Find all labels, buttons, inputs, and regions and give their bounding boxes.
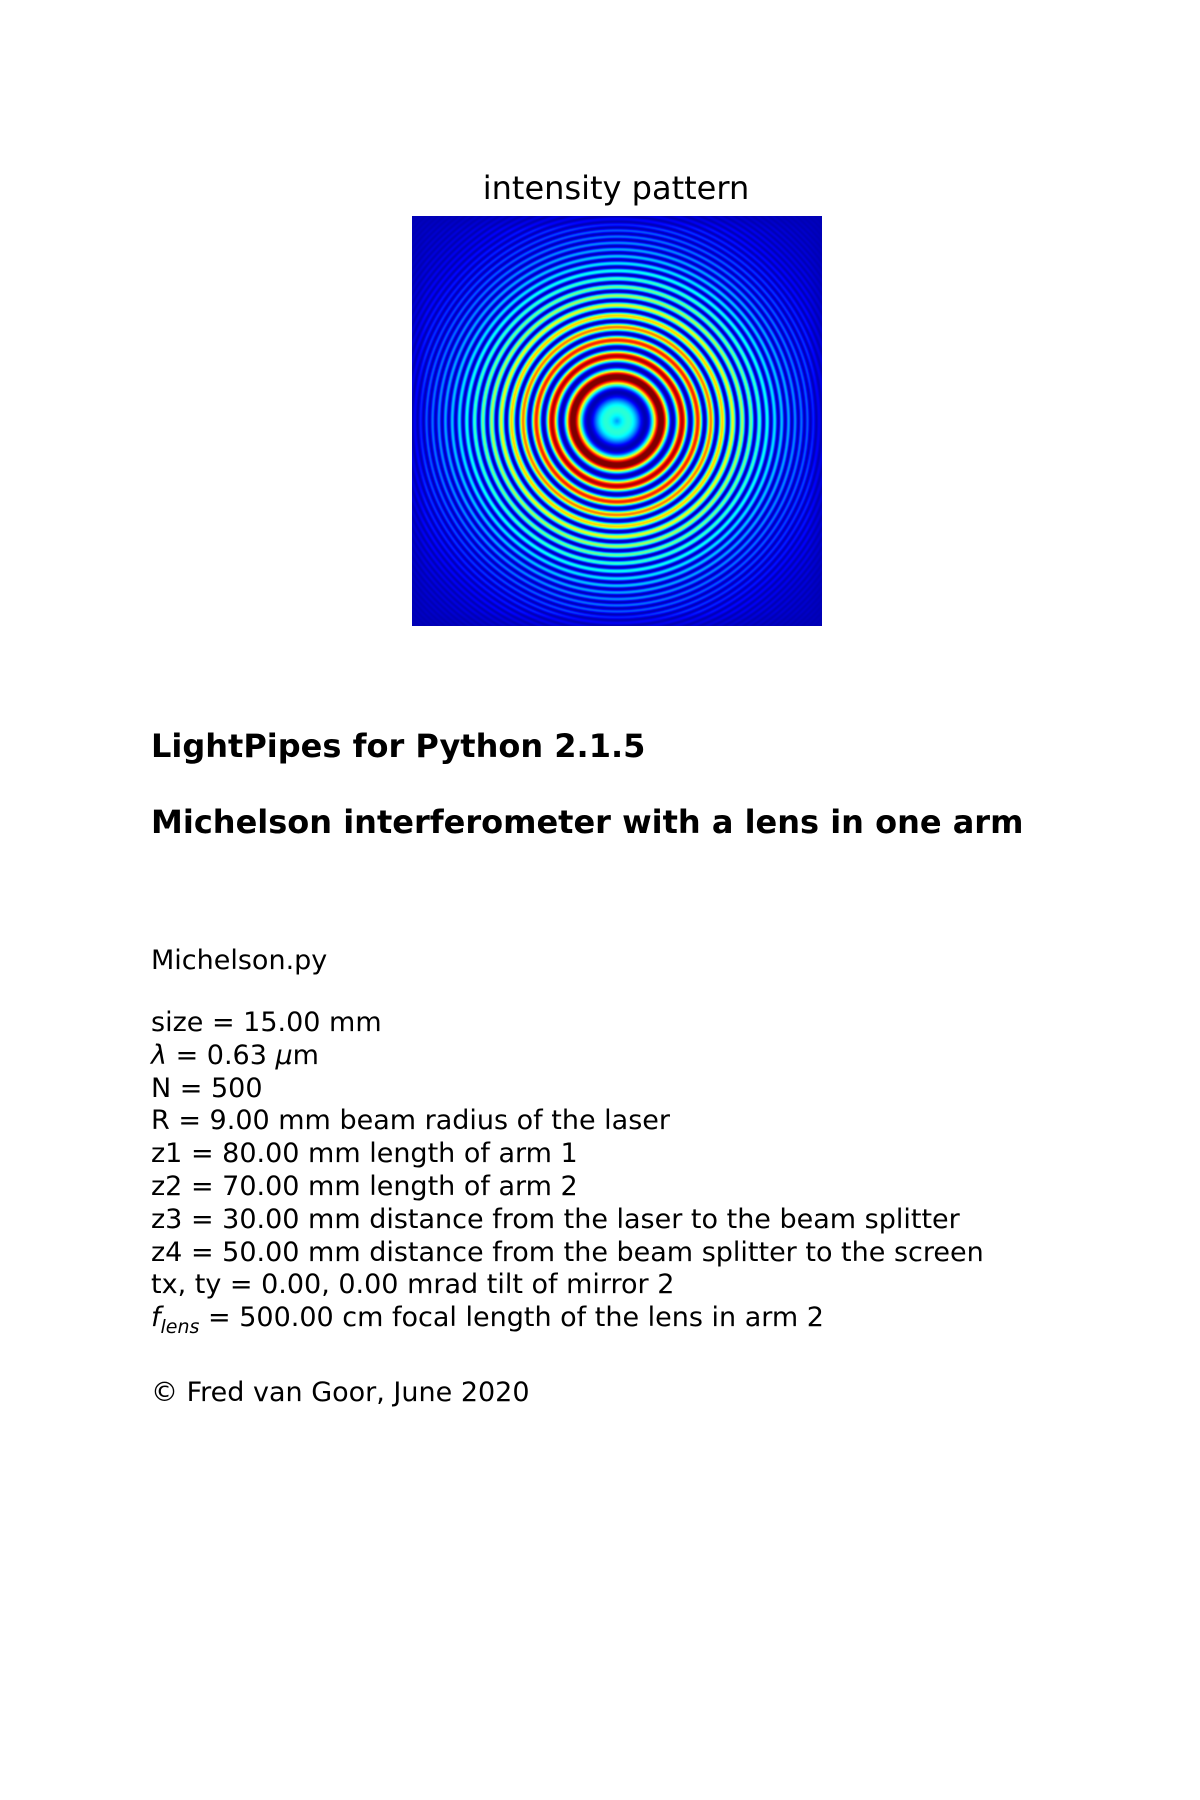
parameter-symbol: z1 (151, 1138, 183, 1170)
parameter-row: N = 500 (151, 1073, 984, 1106)
copyright-notice: © Fred van Goor, June 2020 (151, 1377, 530, 1408)
parameter-value: = 500 (171, 1072, 263, 1104)
parameter-row: λ = 0.63 μm (151, 1040, 984, 1073)
parameter-row: z2 = 70.00 mm length of arm 2 (151, 1171, 984, 1204)
parameter-symbol: R (151, 1105, 170, 1137)
parameter-symbol: N (151, 1072, 172, 1104)
parameter-row: z1 = 80.00 mm length of arm 1 (151, 1138, 984, 1171)
parameter-value: = 30.00 mm distance from the laser to th… (182, 1203, 960, 1235)
parameter-value: = 50.00 mm distance from the beam splitt… (182, 1236, 984, 1268)
parameter-value: = 15.00 mm (203, 1007, 382, 1038)
parameter-row: z3 = 30.00 mm distance from the laser to… (151, 1204, 984, 1237)
parameter-value: = 500.00 cm focal length of the lens in … (199, 1302, 824, 1334)
parameter-symbol: size (151, 1007, 204, 1038)
parameter-value: = 70.00 mm length of arm 2 (182, 1170, 578, 1202)
figure-title: intensity pattern (482, 169, 750, 207)
parameter-value: = 0.63 μm (166, 1039, 319, 1071)
parameter-symbol: z2 (151, 1170, 183, 1202)
parameter-value: = 0.00, 0.00 mrad tilt of mirror 2 (221, 1269, 675, 1301)
intensity-pattern-image (412, 216, 822, 626)
parameter-symbol: λ (151, 1039, 167, 1071)
parameter-row: R = 9.00 mm beam radius of the laser (151, 1105, 984, 1138)
parameter-symbol: z3 (151, 1203, 183, 1235)
parameter-row: flens = 500.00 cm focal length of the le… (151, 1302, 984, 1339)
software-title: LightPipes for Python 2.1.5 (151, 727, 646, 765)
parameter-symbol: z4 (151, 1236, 183, 1268)
experiment-title: Michelson interferometer with a lens in … (151, 803, 1024, 841)
parameter-value: = 80.00 mm length of arm 1 (182, 1138, 578, 1170)
parameter-row: size = 15.00 mm (151, 1007, 984, 1040)
parameter-symbol: tx, ty (151, 1269, 222, 1301)
parameter-symbol: f (151, 1302, 161, 1334)
parameter-value: = 9.00 mm beam radius of the laser (169, 1105, 670, 1137)
parameter-row: z4 = 50.00 mm distance from the beam spl… (151, 1237, 984, 1270)
parameter-subscript: lens (160, 1316, 200, 1339)
parameter-row: tx, ty = 0.00, 0.00 mrad tilt of mirror … (151, 1269, 984, 1302)
script-filename: Michelson.py (151, 945, 328, 976)
